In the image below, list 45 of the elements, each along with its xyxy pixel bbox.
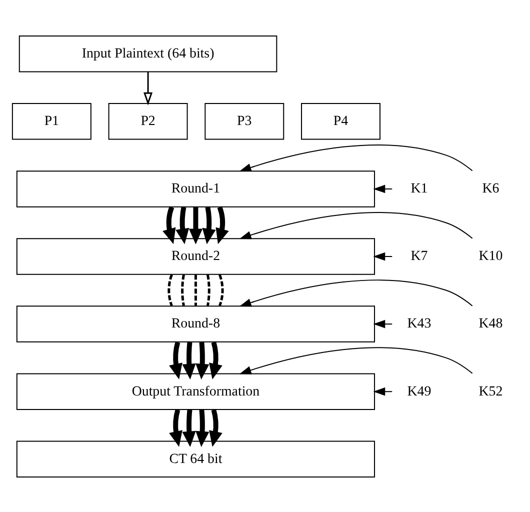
arrow bbox=[182, 409, 196, 446]
connector bbox=[218, 274, 224, 306]
arrow bbox=[239, 279, 473, 306]
node-text: K6 bbox=[482, 181, 500, 196]
arrow bbox=[162, 206, 176, 244]
arrow bbox=[239, 144, 473, 172]
node-box: CT 64 bit bbox=[16, 440, 376, 478]
arrow bbox=[196, 342, 210, 379]
arrow bbox=[216, 206, 229, 244]
node-box: Round-2 bbox=[16, 238, 376, 274]
node-box: P1 bbox=[12, 102, 92, 140]
arrow bbox=[209, 408, 222, 446]
node-box: Round-8 bbox=[16, 305, 376, 342]
arrow bbox=[182, 342, 196, 379]
node-box: Input Plaintext (64 bits) bbox=[18, 34, 278, 72]
node-text: K1 bbox=[410, 181, 428, 196]
connector bbox=[194, 274, 197, 306]
arrow bbox=[176, 206, 190, 244]
arrow bbox=[373, 319, 393, 328]
arrow bbox=[188, 206, 203, 244]
node-text: K43 bbox=[407, 316, 432, 332]
node-text: K48 bbox=[478, 316, 503, 332]
connector bbox=[206, 274, 210, 306]
arrow bbox=[169, 341, 182, 379]
node-text: K49 bbox=[407, 384, 432, 399]
node-box: Round-1 bbox=[16, 170, 376, 207]
arrow bbox=[373, 252, 393, 260]
node-box: P2 bbox=[108, 102, 188, 140]
node-box: Output Transformation bbox=[16, 372, 376, 410]
arrow bbox=[373, 184, 393, 193]
arrow bbox=[144, 72, 153, 105]
arrow bbox=[169, 408, 182, 446]
node-box: P4 bbox=[301, 102, 380, 140]
arrow bbox=[202, 206, 216, 244]
connector bbox=[181, 274, 185, 306]
node-text: K52 bbox=[478, 384, 503, 399]
node-box: P3 bbox=[204, 102, 284, 140]
arrow bbox=[239, 346, 473, 374]
arrow bbox=[239, 212, 473, 239]
arrow bbox=[209, 341, 222, 379]
node-text: K7 bbox=[410, 248, 428, 264]
arrow bbox=[196, 409, 210, 446]
connector bbox=[168, 274, 173, 306]
arrow bbox=[373, 386, 393, 396]
node-text: K10 bbox=[478, 248, 503, 264]
